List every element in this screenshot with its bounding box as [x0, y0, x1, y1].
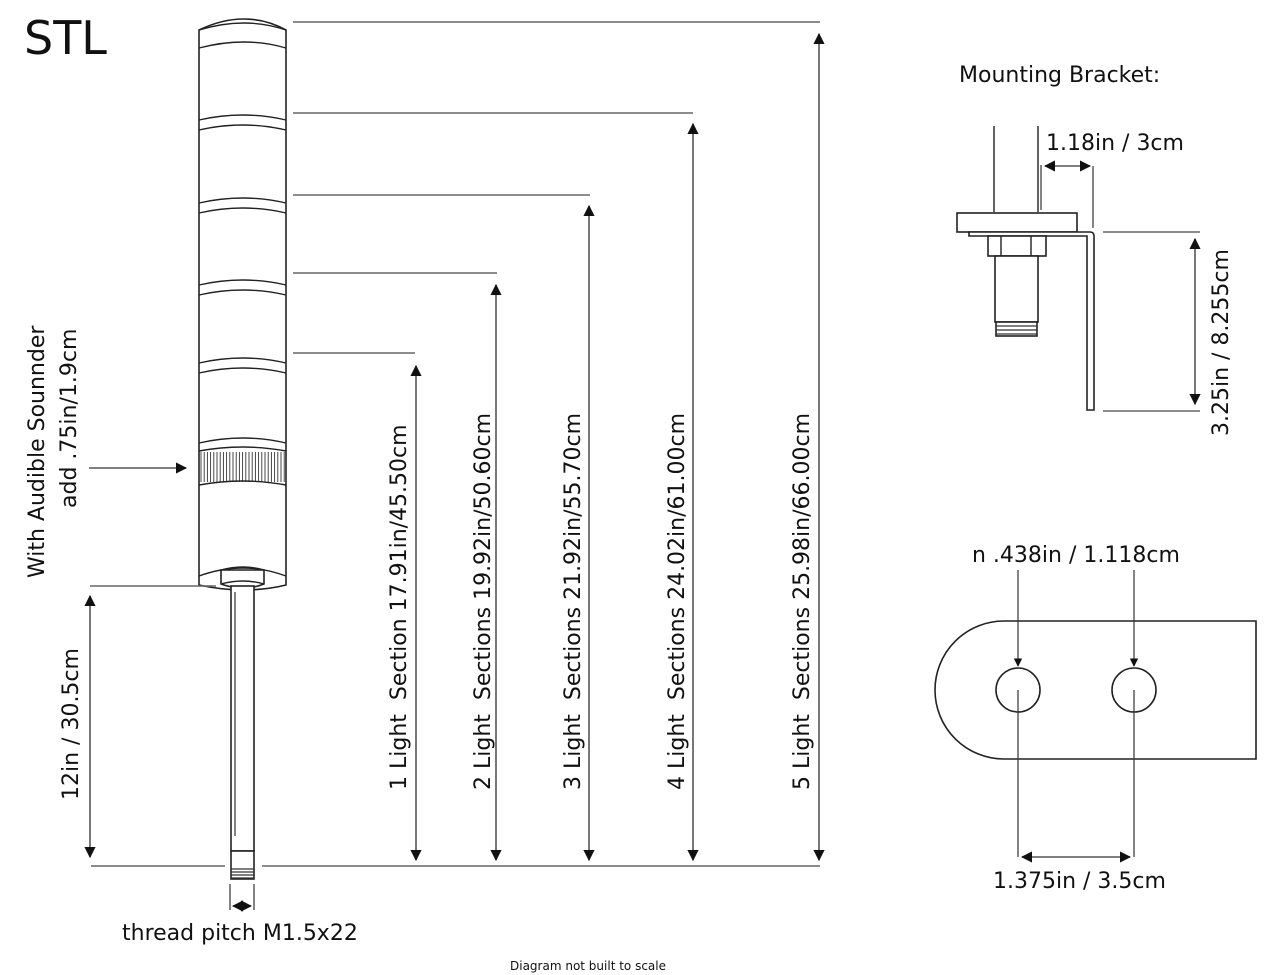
- label-5-light-sections: 5 Light Sections 25.98in/66.00cm: [790, 413, 815, 790]
- tower-body: [198, 18, 287, 591]
- bracket-offset-label: 1.18in / 3cm: [1046, 131, 1184, 156]
- pipe-length-label: 12in / 30.5cm: [59, 648, 84, 800]
- top-cap: [198, 22, 287, 31]
- mounting-pipe: [230, 585, 255, 880]
- base-collar: [220, 566, 265, 589]
- hex-nut: [987, 235, 1047, 257]
- bracket-top-view: [934, 570, 1257, 863]
- section-dimension-lines: [91, 21, 825, 867]
- section-dividers: [198, 114, 287, 452]
- flange-plate: [956, 212, 1078, 233]
- sounder-note-line2: add .75in/1.9cm: [57, 329, 82, 508]
- bracket-plate-outline: [934, 620, 1257, 760]
- sounder-grille: [200, 452, 285, 482]
- diagram-title: STL: [24, 11, 107, 65]
- bracket-side-view: [956, 126, 1095, 411]
- thread-pitch-label: thread pitch M1.5x22: [122, 921, 358, 946]
- bracket-heading: Mounting Bracket:: [959, 63, 1160, 88]
- hole-spacing-label: 1.375in / 3.5cm: [993, 869, 1166, 894]
- pipe-length-dimension: [84, 585, 216, 859]
- bracket-height-dimension: [1103, 231, 1201, 412]
- sounder-note-line1: With Audible Sounnder: [25, 325, 50, 578]
- l-bracket: [968, 231, 1095, 411]
- thread-width-dimension: [229, 884, 255, 912]
- hole-diameter-label: n .438in / 1.118cm: [972, 543, 1180, 568]
- scale-disclaimer: Diagram not built to scale: [510, 959, 666, 973]
- label-3-light-sections: 3 Light Sections 21.92in/55.70cm: [561, 413, 586, 790]
- label-2-light-sections: 2 Light Sections 19.92in/50.60cm: [471, 413, 496, 790]
- tower-light: [198, 18, 287, 880]
- label-4-light-sections: 4 Light Sections 24.02in/61.00cm: [665, 413, 690, 790]
- bracket-offset-dimension: [1040, 160, 1094, 228]
- label-1-light-section: 1 Light Section 17.91in/45.50cm: [387, 424, 412, 790]
- bracket-height-label: 3.25in / 8.255cm: [1209, 249, 1234, 436]
